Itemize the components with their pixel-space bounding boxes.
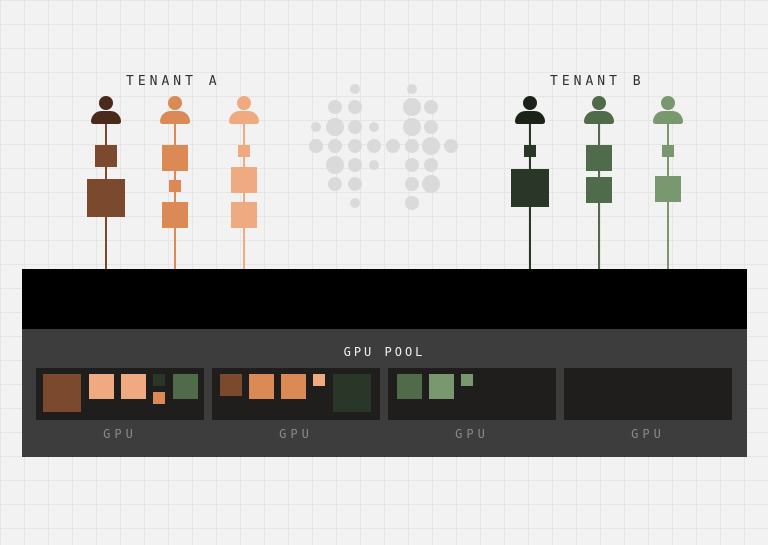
b-user-3-icon — [653, 96, 683, 126]
gpu-2-allocation-11 — [333, 374, 371, 412]
a-lane-3-line — [243, 124, 245, 270]
scheduler-dot-18 — [405, 139, 419, 153]
scheduler-dot-6 — [424, 100, 438, 114]
b-user-1-job-2 — [511, 169, 549, 207]
user-body — [91, 111, 121, 124]
user-body — [584, 111, 614, 124]
scheduler-dot-9 — [348, 120, 362, 134]
a-user-2-icon — [160, 96, 190, 126]
gpu-1-allocation-6 — [173, 374, 198, 399]
gpu-1-allocation-3 — [121, 374, 146, 399]
a-user-1-job-2 — [87, 179, 125, 217]
scheduler-dot-22 — [348, 158, 362, 172]
scheduler-dot-24 — [405, 158, 419, 172]
a-user-2-job-1 — [162, 145, 188, 171]
b-user-1-icon — [515, 96, 545, 126]
gpu-slot-4 — [564, 368, 732, 420]
user-head — [523, 96, 537, 110]
scheduler-dot-15 — [348, 139, 362, 153]
a-user-2-job-3 — [162, 202, 188, 228]
scheduler-dot-13 — [309, 139, 323, 153]
user-body — [160, 111, 190, 124]
gpu-3-allocation-13 — [429, 374, 454, 399]
gpu-label-3: GPU — [455, 427, 489, 441]
b-user-2-job-1 — [586, 145, 612, 171]
scheduler-dot-11 — [403, 118, 421, 136]
scheduler-dot-25 — [424, 158, 438, 172]
scheduler-dot-16 — [367, 139, 381, 153]
gpu-2-allocation-8 — [249, 374, 274, 399]
b-user-1-job-1 — [524, 145, 536, 157]
gpu-2-allocation-9 — [281, 374, 306, 399]
gpu-slot-3 — [388, 368, 556, 420]
scheduler-dot-21 — [326, 156, 344, 174]
a-user-3-job-2 — [231, 167, 257, 193]
scheduler-dot-4 — [348, 100, 362, 114]
tenant-b-label: TENANT B — [550, 74, 645, 89]
b-user-2-job-2 — [586, 177, 612, 203]
a-user-3-job-1 — [238, 145, 250, 157]
scheduler-dot-20 — [444, 139, 458, 153]
scheduler-dot-29 — [422, 175, 440, 193]
a-user-1-job-1 — [95, 145, 117, 167]
gpu-1-allocation-5 — [153, 392, 165, 404]
scheduler-dot-30 — [350, 198, 360, 208]
user-head — [168, 96, 182, 110]
scheduler-dot-2 — [407, 84, 417, 94]
user-body — [515, 111, 545, 124]
a-user-3-icon — [229, 96, 259, 126]
scheduler-dot-10 — [369, 122, 379, 132]
gpu-slot-2 — [212, 368, 380, 420]
gpu-label-4: GPU — [631, 427, 665, 441]
b-user-3-job-2 — [655, 176, 681, 202]
scheduler-dot-1 — [350, 84, 360, 94]
gpu-pool-title: GPU POOL — [343, 345, 426, 359]
gpu-1-allocation-2 — [89, 374, 114, 399]
tenant-a-label: TENANT A — [126, 74, 221, 89]
user-head — [237, 96, 251, 110]
scheduler-dot-3 — [328, 100, 342, 114]
user-head — [99, 96, 113, 110]
a-lane-2-line — [174, 124, 176, 270]
gpu-2-allocation-10 — [313, 374, 325, 386]
scheduler-dot-31 — [405, 196, 419, 210]
gpu-slot-1 — [36, 368, 204, 420]
scheduler-dot-5 — [403, 98, 421, 116]
user-head — [592, 96, 606, 110]
gpu-pool: GPU POOL GPU GPU GPU GPU — [22, 329, 747, 457]
a-user-2-job-2 — [169, 180, 181, 192]
gpu-3-allocation-14 — [461, 374, 473, 386]
user-body — [229, 111, 259, 124]
gpu-1-allocation-1 — [43, 374, 81, 412]
scheduler-dot-28 — [405, 177, 419, 191]
gpu-1-allocation-4 — [153, 374, 165, 386]
scheduler-dot-8 — [326, 118, 344, 136]
gpu-2-allocation-7 — [220, 374, 242, 396]
scheduler-dot-12 — [424, 120, 438, 134]
scheduler-dot-23 — [369, 160, 379, 170]
user-head — [661, 96, 675, 110]
user-body — [653, 111, 683, 124]
scheduler-dot-19 — [422, 137, 440, 155]
a-user-1-icon — [91, 96, 121, 126]
scheduler-dot-17 — [386, 139, 400, 153]
scheduler-divider — [22, 269, 747, 329]
b-user-3-job-1 — [662, 145, 674, 157]
scheduler-dot-7 — [311, 122, 321, 132]
gpu-label-2: GPU — [279, 427, 313, 441]
a-user-3-job-3 — [231, 202, 257, 228]
scheduler-dot-14 — [328, 139, 342, 153]
scheduler-dot-26 — [328, 177, 342, 191]
scheduler-dot-27 — [348, 177, 362, 191]
b-user-2-icon — [584, 96, 614, 126]
gpu-3-allocation-12 — [397, 374, 422, 399]
gpu-label-1: GPU — [103, 427, 137, 441]
